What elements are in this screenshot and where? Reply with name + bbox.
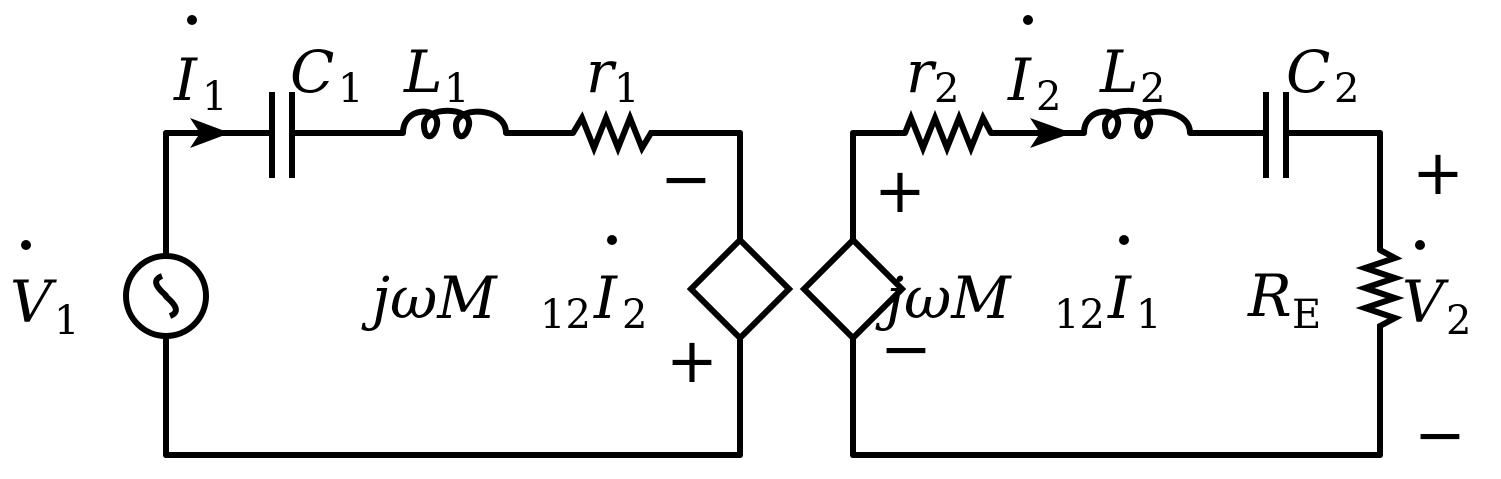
label-re-symbol: R xyxy=(1247,262,1292,330)
current-arrow-i2 xyxy=(1030,118,1072,148)
capacitor-c2 xyxy=(1263,92,1289,178)
label-dependent-right: jωM 12 I 1 xyxy=(875,235,1161,338)
right-loop xyxy=(799,92,1405,458)
label-v2-symbol: V xyxy=(1402,268,1449,336)
label-dependent-left: jωM 12 I 2 xyxy=(361,235,647,338)
dep-right-current-subscript: 1 xyxy=(1136,292,1161,338)
label-c2-subscript: 2 xyxy=(1334,66,1359,112)
dependent-source-left xyxy=(686,235,794,343)
label-v1-subscript: 1 xyxy=(54,298,79,344)
label-i2: I 2 xyxy=(1007,15,1061,120)
label-c1-symbol: C xyxy=(290,38,334,106)
dependent-source-right xyxy=(799,235,907,343)
dep-left-subscript: 12 xyxy=(540,292,591,338)
label-i1-subscript: 1 xyxy=(202,74,227,120)
output-sign-top: + xyxy=(1412,136,1464,209)
label-i1: I 1 xyxy=(173,15,227,120)
label-c1-subscript: 1 xyxy=(338,66,363,112)
label-r2: r 2 xyxy=(906,38,959,112)
label-r2-symbol: r xyxy=(906,38,937,106)
resistor-r2 xyxy=(902,109,994,157)
inductor-l1 xyxy=(400,107,509,140)
label-c2-symbol: C xyxy=(1286,38,1330,106)
right-source-sign-top: + xyxy=(874,154,926,227)
label-re: R E xyxy=(1247,262,1321,338)
inductor-l2 xyxy=(1081,107,1193,140)
dep-right-subscript: 12 xyxy=(1054,292,1105,338)
resistor-re xyxy=(1355,247,1405,332)
label-r1-symbol: r xyxy=(586,38,617,106)
label-i1-symbol: I xyxy=(173,46,198,114)
label-l1-symbol: L xyxy=(403,38,443,106)
resistor-r1 xyxy=(570,109,657,157)
label-l2: L 2 xyxy=(1099,38,1165,112)
label-l2-symbol: L xyxy=(1099,38,1139,106)
label-re-subscript: E xyxy=(1292,292,1321,338)
label-r1-subscript: 1 xyxy=(614,66,639,112)
label-v2: V 2 xyxy=(1402,240,1471,344)
label-r2-subscript: 2 xyxy=(934,66,959,112)
dep-left-current-subscript: 2 xyxy=(622,292,647,338)
capacitor-c1 xyxy=(269,92,295,178)
dep-left-current: I xyxy=(593,264,618,332)
label-r1: r 1 xyxy=(586,38,639,112)
label-l2-subscript: 2 xyxy=(1140,66,1165,112)
label-v1: V 1 xyxy=(10,240,79,344)
left-loop xyxy=(123,92,794,458)
dep-right-current: I xyxy=(1107,264,1132,332)
label-c1: C 1 xyxy=(290,38,363,112)
dep-left-prefix: jωM xyxy=(361,264,498,332)
right-source-sign-bottom: − xyxy=(880,312,932,385)
label-v2-subscript: 2 xyxy=(1446,298,1471,344)
label-i2-symbol: I xyxy=(1007,46,1032,114)
current-arrow-i1 xyxy=(190,118,230,148)
left-source-sign-top: − xyxy=(660,142,712,215)
dep-right-prefix: jωM xyxy=(875,264,1012,332)
output-sign-bottom: − xyxy=(1414,398,1466,471)
left-source-sign-bottom: + xyxy=(666,324,718,397)
label-l1-subscript: 1 xyxy=(444,66,469,112)
label-l1: L 1 xyxy=(403,38,469,112)
label-i2-subscript: 2 xyxy=(1036,74,1061,120)
voltage-source-v1 xyxy=(123,253,209,339)
label-v1-symbol: V xyxy=(10,268,57,336)
label-c2: C 2 xyxy=(1286,38,1359,112)
